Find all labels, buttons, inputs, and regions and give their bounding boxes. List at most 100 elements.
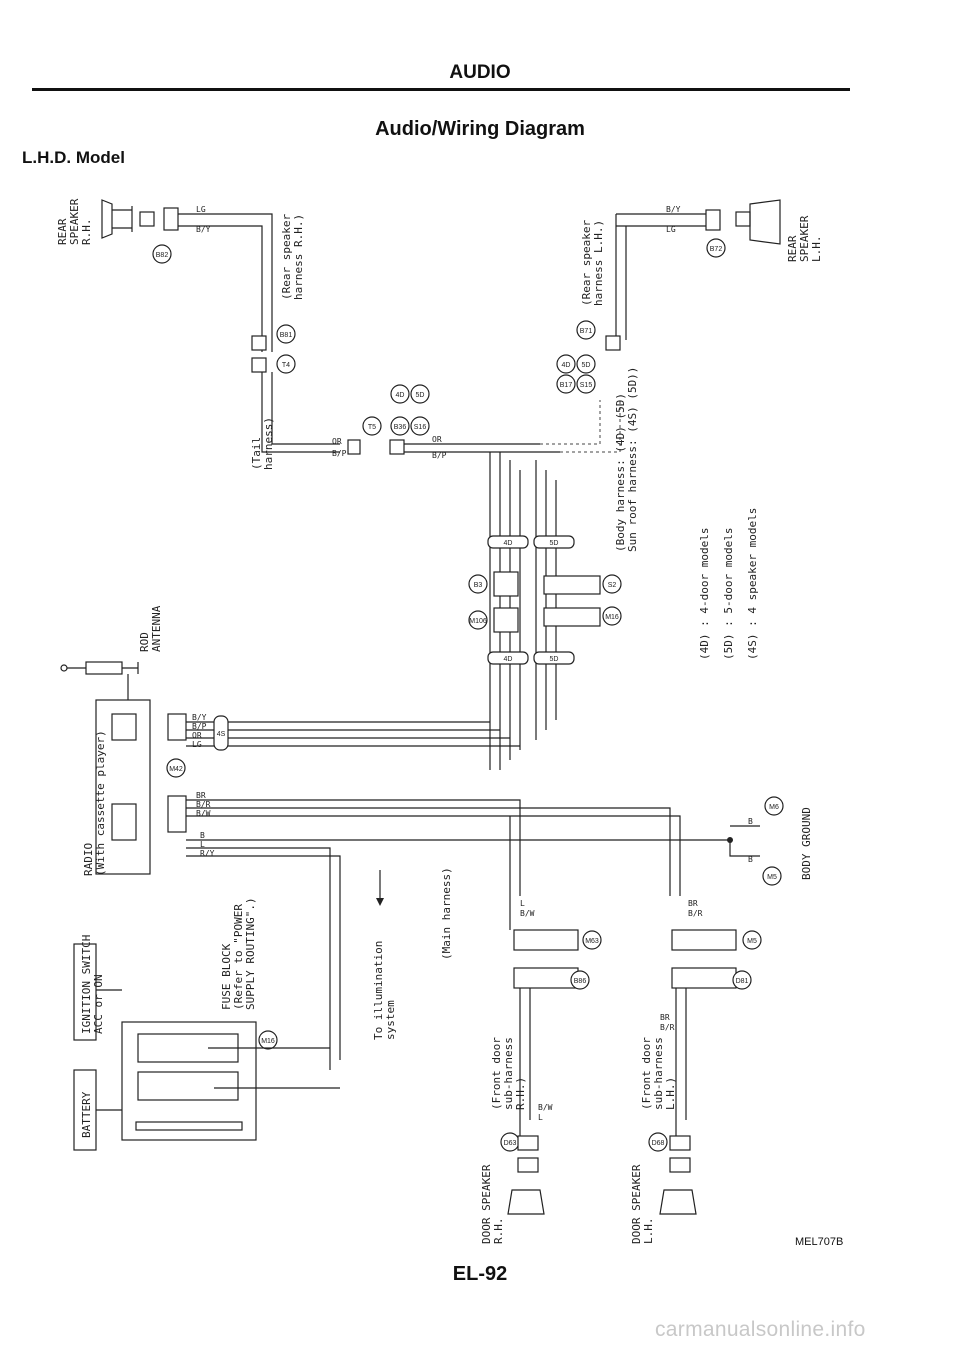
svg-text:DOOR SPEAKER R.H.: DOOR SPEAKER R.H.: [477, 1160, 505, 1244]
connector-b86-circle: [570, 970, 590, 990]
front-door-rh: L B/W M63 B86 (Front door sub-harness R.…: [477, 816, 602, 1244]
connector-c4d-a-label: 4D: [396, 392, 405, 399]
wire-l-2: L: [520, 899, 525, 908]
illumination-2: system: [384, 1000, 397, 1040]
wire-lg-3: LG: [192, 740, 202, 749]
wire-or-3: OR: [192, 731, 202, 740]
page-number: EL-92: [452, 1263, 508, 1285]
wire-b-ground-1: B: [748, 817, 753, 826]
wire-or-2: OR: [432, 435, 442, 444]
rear-speaker-lh: B/Y LG B72 REAR SPEAKER L.H. (Rear speak…: [556, 199, 823, 552]
connector-t5: [347, 439, 361, 455]
connector-b17-label: B17: [560, 382, 573, 389]
ignition-switch-2: ACC or ON: [92, 974, 105, 1034]
wire-brr-2: B/R: [688, 909, 703, 918]
connector-c4s: [213, 715, 229, 751]
wires-rear-lh: [615, 213, 716, 350]
ground-wires: [729, 825, 760, 857]
svg-text:To illumination system: To illumination system: [369, 936, 397, 1040]
harness-trunk-right: [535, 460, 557, 740]
legend-item-4d: (4D) : 4-door models: [698, 528, 711, 660]
door-speaker-lh-2: L.H.: [642, 1218, 655, 1245]
connector-m6-label: M6: [769, 804, 779, 811]
connector-d68-male: [669, 1157, 691, 1173]
connector-m42-label: M42: [169, 766, 183, 773]
wire-brr-1: B/R: [196, 800, 211, 809]
front-door-lh-3: L.H.): [664, 1077, 677, 1110]
battery-label: BATTERY: [80, 1091, 93, 1138]
wire-b-ground-2: B: [748, 855, 753, 864]
connector-b72-male: [735, 211, 751, 227]
wire-br-1: BR: [196, 791, 206, 800]
radio-connector-upper: [111, 713, 137, 741]
connector-d81-circle: [732, 970, 752, 990]
connector-b36: [389, 439, 405, 455]
connector-m6-circle: [764, 796, 784, 816]
connector-c5d-b: [576, 354, 596, 374]
antenna-tip: [60, 664, 68, 672]
rod-antenna-1: ROD: [138, 632, 151, 652]
connector-b36-label: B36: [394, 424, 407, 431]
fuse-block-2: (Refer to "POWER: [232, 904, 245, 1010]
connector-m42-circle: [166, 758, 186, 778]
svg-text:RADIO (With cassette pla: RADIO (With cassette player): [79, 730, 107, 876]
fuse-block-1: FUSE BLOCK: [220, 943, 233, 1010]
connector-b82-female: [163, 207, 179, 231]
main-harness-label: (Main harness): [440, 867, 453, 960]
connector-d68-female: [669, 1135, 691, 1151]
connector-b3-label: B3: [474, 582, 483, 589]
wire-brr-3: B/R: [660, 1023, 675, 1032]
wires-fuse: [208, 1047, 340, 1089]
connector-radio-a: [167, 713, 187, 741]
antenna-body: [85, 661, 123, 675]
connector-b71-circle: [576, 320, 596, 340]
connector-b3: [493, 571, 519, 597]
door-speaker-lh-symbol: [659, 1189, 697, 1215]
connector-s2: [543, 575, 601, 595]
connector-b71: [605, 335, 621, 351]
connector-radio-b: [167, 795, 187, 833]
connector-c4d-bottom-label: 4D: [504, 656, 513, 663]
wire-bp-3: B/P: [192, 722, 207, 731]
connector-c4d-b-label: 4D: [562, 362, 571, 369]
svg-text:DOOR SPEAKER L.H.: DOOR SPEAKER L.H.: [627, 1160, 655, 1244]
svg-text:(Rear speaker harness R.: (Rear speaker harness R.H.): [277, 209, 305, 300]
model-label: L.H.D. Model: [22, 148, 125, 167]
wire-br-2: BR: [688, 899, 698, 908]
rear-speaker-lh-label-1: REAR: [786, 235, 799, 262]
connector-c5d-b-label: 5D: [582, 362, 591, 369]
connector-t4: [251, 357, 267, 373]
wires-tail: [261, 372, 340, 453]
connector-d68-circle: [648, 1132, 668, 1152]
connector-c5d-top-label: 5D: [550, 540, 559, 547]
connector-m16-fuse-label: M16: [261, 1038, 275, 1045]
connector-m5-label-a: M5: [767, 874, 777, 881]
wires-rear-rh: [178, 213, 273, 352]
wires-radio-upper: [186, 721, 520, 747]
connector-b17-circle: [556, 374, 576, 394]
connector-m16-label: M16: [605, 614, 619, 621]
connector-b86-label: B86: [574, 978, 587, 985]
door-speaker-lh-1: DOOR SPEAKER: [630, 1164, 643, 1244]
fuse-block-3: SUPPLY ROUTING".): [244, 897, 257, 1010]
wire-bw-2: B/W: [520, 909, 535, 918]
connector-m5-circle-a: [762, 866, 782, 886]
radio-antenna: ROD ANTENNA RADIO (With cassette player)…: [60, 605, 733, 1070]
section-title: AUDIO: [449, 62, 511, 83]
connector-c5d-a: [410, 384, 430, 404]
connector-b36-circle: [390, 416, 410, 436]
connector-b72-circle: [706, 238, 726, 258]
front-door-lh-1: (Front door: [640, 1037, 653, 1110]
connector-s2-label: S2: [608, 582, 617, 589]
rear-speaker-lh-label-2: SPEAKER: [798, 215, 811, 262]
connector-b72-female: [705, 209, 721, 231]
wire-lg-1: LG: [196, 205, 206, 214]
front-door-rh-3: R.H.): [514, 1077, 527, 1110]
door-speaker-rh-2: R.H.: [492, 1218, 505, 1245]
svg-text:(Body harness: (4D) (5D): (Body harness: (4D) (5D) Sun roof harnes…: [611, 367, 639, 552]
wire-bp-2: B/P: [432, 451, 447, 460]
wire-bp-1: B/P: [332, 449, 347, 458]
front-door-lh-2: sub-harness: [652, 1037, 665, 1110]
speaker-rh-cone: [112, 206, 133, 232]
connector-m106-label: M106: [469, 618, 487, 625]
